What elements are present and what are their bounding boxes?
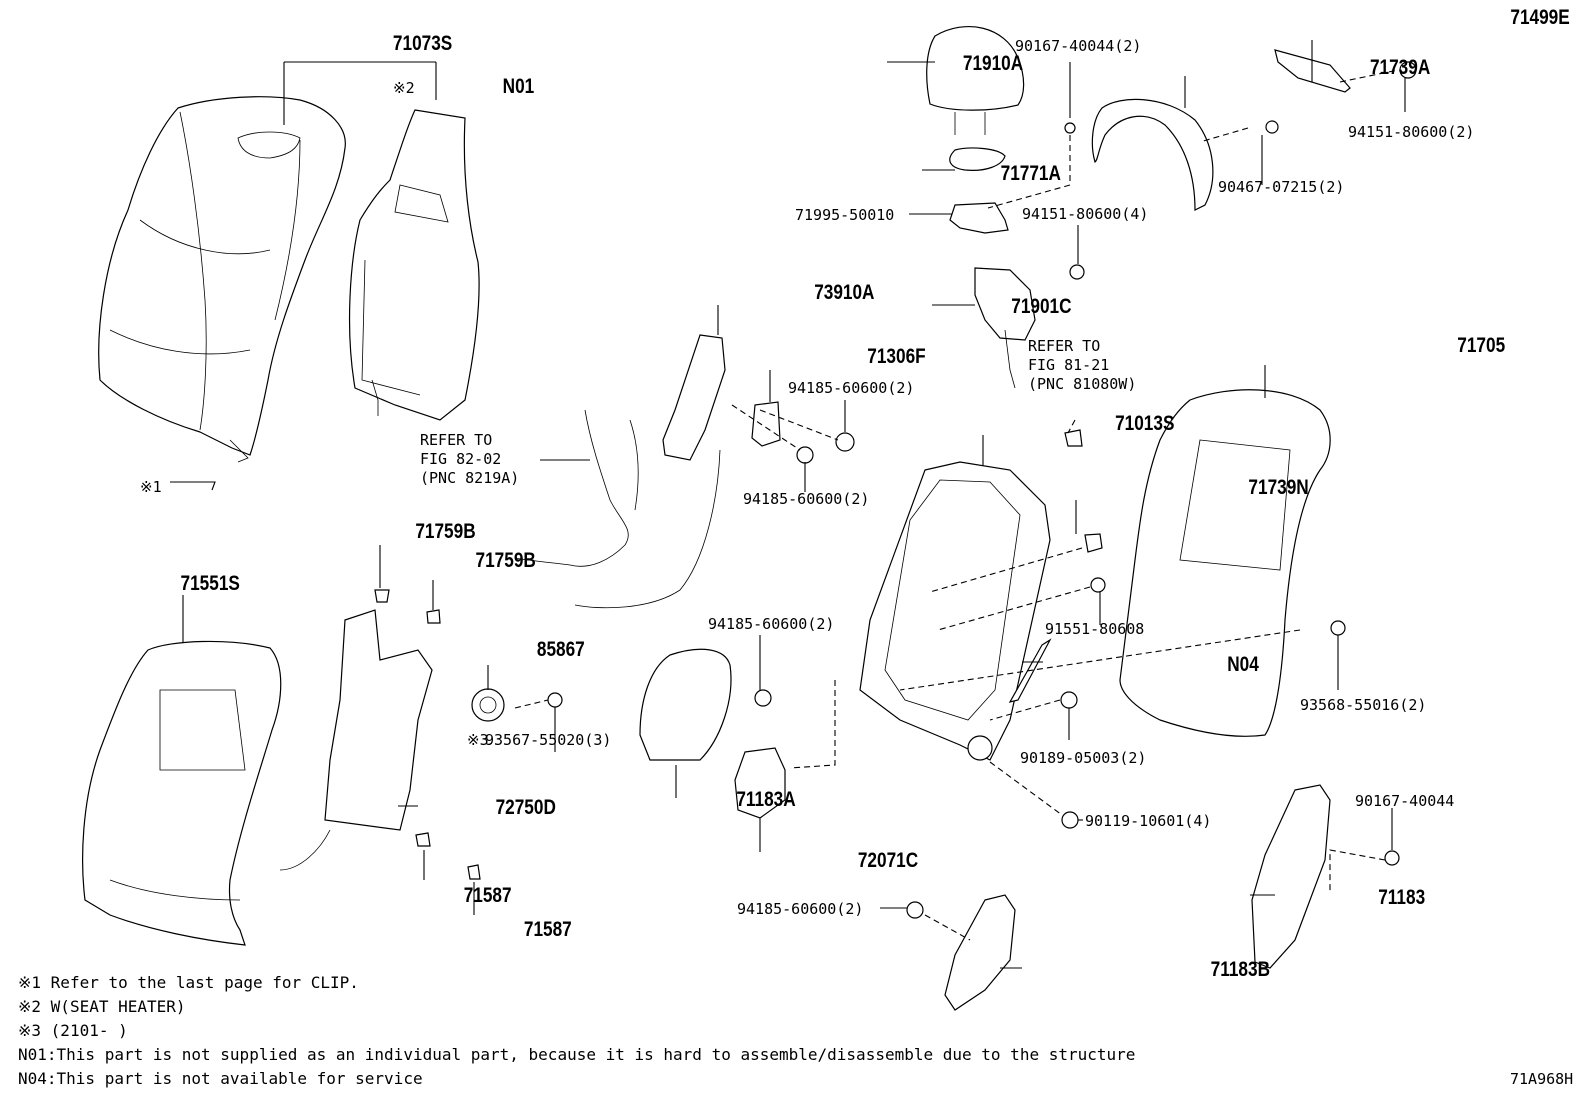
back-board-shape xyxy=(1119,389,1331,737)
side-cover-right-shape xyxy=(1251,784,1331,969)
seatback-cover-shape xyxy=(98,96,346,463)
label-94151-80600-2: 94151-80600(2) xyxy=(1348,123,1474,141)
lumbar-bracket-shape xyxy=(751,401,781,447)
label-mark3: ※3 xyxy=(467,731,489,749)
label-90189-05003-2: 90189-05003(2) xyxy=(1020,749,1146,767)
label-93568-55016-2: 93568-55016(2) xyxy=(1300,696,1426,714)
label-71551S: 71551S xyxy=(181,573,241,596)
headrest-support-shape xyxy=(949,147,1006,171)
upper-frame-shape xyxy=(1091,98,1214,211)
footnote-n01: N01:This part is not supplied as an indi… xyxy=(18,1045,1135,1064)
label-refer81-line1: REFER TO xyxy=(1028,337,1100,355)
label-refer81-line2: FIG 81-21 xyxy=(1028,356,1109,374)
label-71587-a: 71587 xyxy=(464,885,512,908)
recliner-actuator-shape xyxy=(734,747,786,819)
label-94151-80600-4: 94151-80600(4) xyxy=(1022,205,1148,223)
label-refer82-line3: (PNC 8219A) xyxy=(420,469,519,487)
label-73910A: 73910A xyxy=(814,282,874,305)
label-mark1: ※1 xyxy=(140,478,162,496)
side-cover-shape xyxy=(574,334,726,609)
label-mark2: ※2 xyxy=(393,79,415,97)
wire-harness-shape xyxy=(514,409,639,567)
label-n01: N01 xyxy=(503,76,535,99)
footnotes: ※1 Refer to the last page for CLIP. ※2 W… xyxy=(18,973,1135,1088)
label-71759B-a: 71759B xyxy=(415,521,475,544)
footnote-n04: N04:This part is not available for servi… xyxy=(18,1069,423,1088)
lumbar-motor-shape xyxy=(471,688,505,722)
labels: 71073S ※2 N01 71910A 90167-40044(2) 7173… xyxy=(140,7,1570,982)
label-71910A: 71910A xyxy=(963,53,1023,76)
label-71995-50010: 71995-50010 xyxy=(795,206,894,224)
assembly-lines xyxy=(514,69,1399,941)
label-71183: 71183 xyxy=(1378,887,1425,910)
side-shield-shape xyxy=(639,648,732,761)
label-72071C: 72071C xyxy=(858,850,918,873)
label-90167-40044: 90167-40044 xyxy=(1355,792,1454,810)
label-refer82-line1: REFER TO xyxy=(420,431,492,449)
label-94185-60600-2-a: 94185-60600(2) xyxy=(788,379,914,397)
label-refer82-line2: FIG 82-02 xyxy=(420,450,501,468)
leader-lines xyxy=(170,40,1406,969)
footnote-1: ※1 Refer to the last page for CLIP. xyxy=(18,973,359,992)
label-71013S: 71013S xyxy=(1115,413,1175,436)
label-71705: 71705 xyxy=(1457,335,1505,358)
label-94185-60600-2-b: 94185-60600(2) xyxy=(743,490,869,508)
side-cover-lower-shape xyxy=(944,894,1016,1011)
label-n04: N04 xyxy=(1227,654,1259,677)
label-71771A: 71771A xyxy=(1001,163,1061,186)
label-71306F: 71306F xyxy=(867,346,926,369)
label-refer81-line3: (PNC 81080W) xyxy=(1028,375,1136,393)
label-71183B: 71183B xyxy=(1211,959,1270,982)
label-93567-55020-3: 93567-55020(3) xyxy=(485,731,611,749)
label-91551-80608: 91551-80608 xyxy=(1045,620,1144,638)
headrest-shape xyxy=(926,25,1025,135)
label-71073S: 71073S xyxy=(393,33,453,56)
footnote-2: ※2 W(SEAT HEATER) xyxy=(18,997,186,1016)
label-71901C: 71901C xyxy=(1011,296,1071,319)
label-71499E: 71499E xyxy=(1510,7,1570,30)
seatback-frame-shape xyxy=(859,461,1051,761)
label-90467-07215-2: 90467-07215(2) xyxy=(1218,178,1344,196)
label-72750D: 72750D xyxy=(496,797,556,820)
cushion-heater-shape xyxy=(279,609,433,871)
label-71739A: 71739A xyxy=(1370,57,1430,80)
label-71739N: 71739N xyxy=(1248,477,1308,500)
label-71587-b: 71587 xyxy=(524,919,572,942)
label-94185-60600-2-d: 94185-60600(2) xyxy=(737,900,863,918)
label-85867: 85867 xyxy=(537,639,585,662)
motor-assembly-shape xyxy=(974,267,1036,389)
label-90119-10601-4: 90119-10601(4) xyxy=(1085,812,1211,830)
cushion-cover-shape xyxy=(82,640,282,946)
diagram-code: 71A968H xyxy=(1510,1070,1573,1088)
label-71759B-b: 71759B xyxy=(476,550,536,573)
headrest-guide-shape xyxy=(949,202,1009,234)
label-94185-60600-2-c: 94185-60600(2) xyxy=(708,615,834,633)
footnote-3: ※3 (2101- ) xyxy=(18,1021,128,1040)
label-71183A: 71183A xyxy=(736,789,795,812)
label-90167-40044-2: 90167-40044(2) xyxy=(1015,37,1141,55)
seat-heater-pad-shape xyxy=(348,109,480,421)
